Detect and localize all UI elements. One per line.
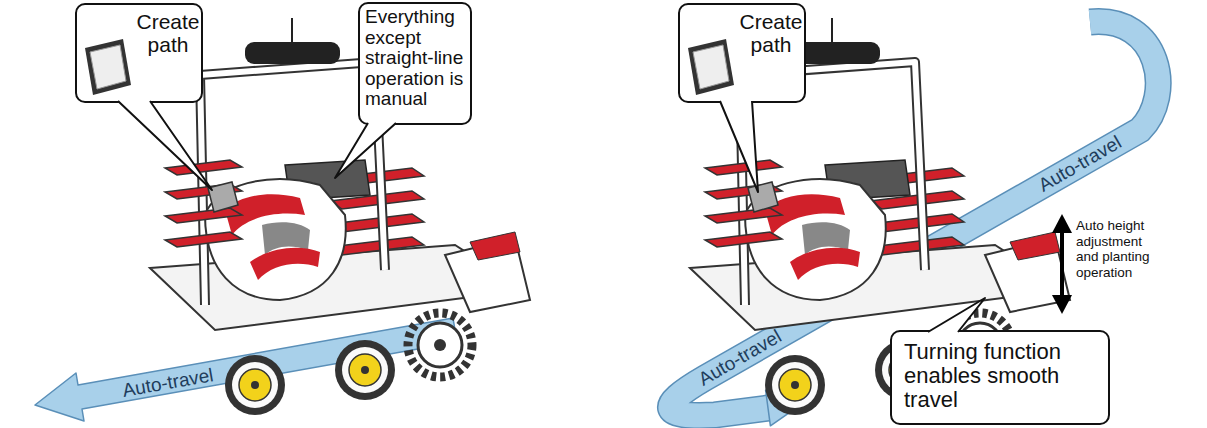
callout-tail xyxy=(928,298,985,332)
callout-text: Everything except straight-line operatio… xyxy=(365,7,467,110)
callout-box: Turning function enables smooth travel xyxy=(890,330,1110,425)
callout-text: Create path xyxy=(135,11,201,56)
callout-box: Create path xyxy=(75,3,203,103)
callout-box: Create path xyxy=(678,3,806,103)
callout-tail xyxy=(118,101,212,190)
callout-text-group: Create path xyxy=(738,11,804,56)
callout-text: Create path xyxy=(738,11,804,56)
callout-text: Turning function enables smooth travel xyxy=(904,340,1104,411)
path-label: Auto-travel xyxy=(695,326,786,391)
path-label: Auto-travel xyxy=(121,364,215,402)
monitor-icon-body xyxy=(85,39,131,95)
monitor-icon-screen xyxy=(90,45,126,89)
monitor-icon-screen xyxy=(693,45,729,89)
height-arrow-head xyxy=(1052,214,1072,233)
callout-tail xyxy=(335,123,396,178)
callout-box: Everything except straight-line operatio… xyxy=(358,2,472,125)
callout-text-group: Everything except straight-line operatio… xyxy=(365,7,467,110)
callout-text-group: Create path xyxy=(135,11,201,56)
path-label: Auto-travel xyxy=(1035,132,1126,197)
callout-tail xyxy=(720,101,758,192)
monitor-icon-body xyxy=(688,39,734,95)
monitor-icon xyxy=(688,39,734,95)
annotation-label: Auto height adjustment and planting oper… xyxy=(1076,218,1166,280)
callout-text-group: Turning function enables smooth travel xyxy=(904,340,1104,411)
monitor-icon xyxy=(85,39,131,95)
height-arrow-head xyxy=(1052,295,1072,314)
rice-transplanter xyxy=(150,18,530,415)
height-arrow-shaft xyxy=(1060,228,1064,300)
